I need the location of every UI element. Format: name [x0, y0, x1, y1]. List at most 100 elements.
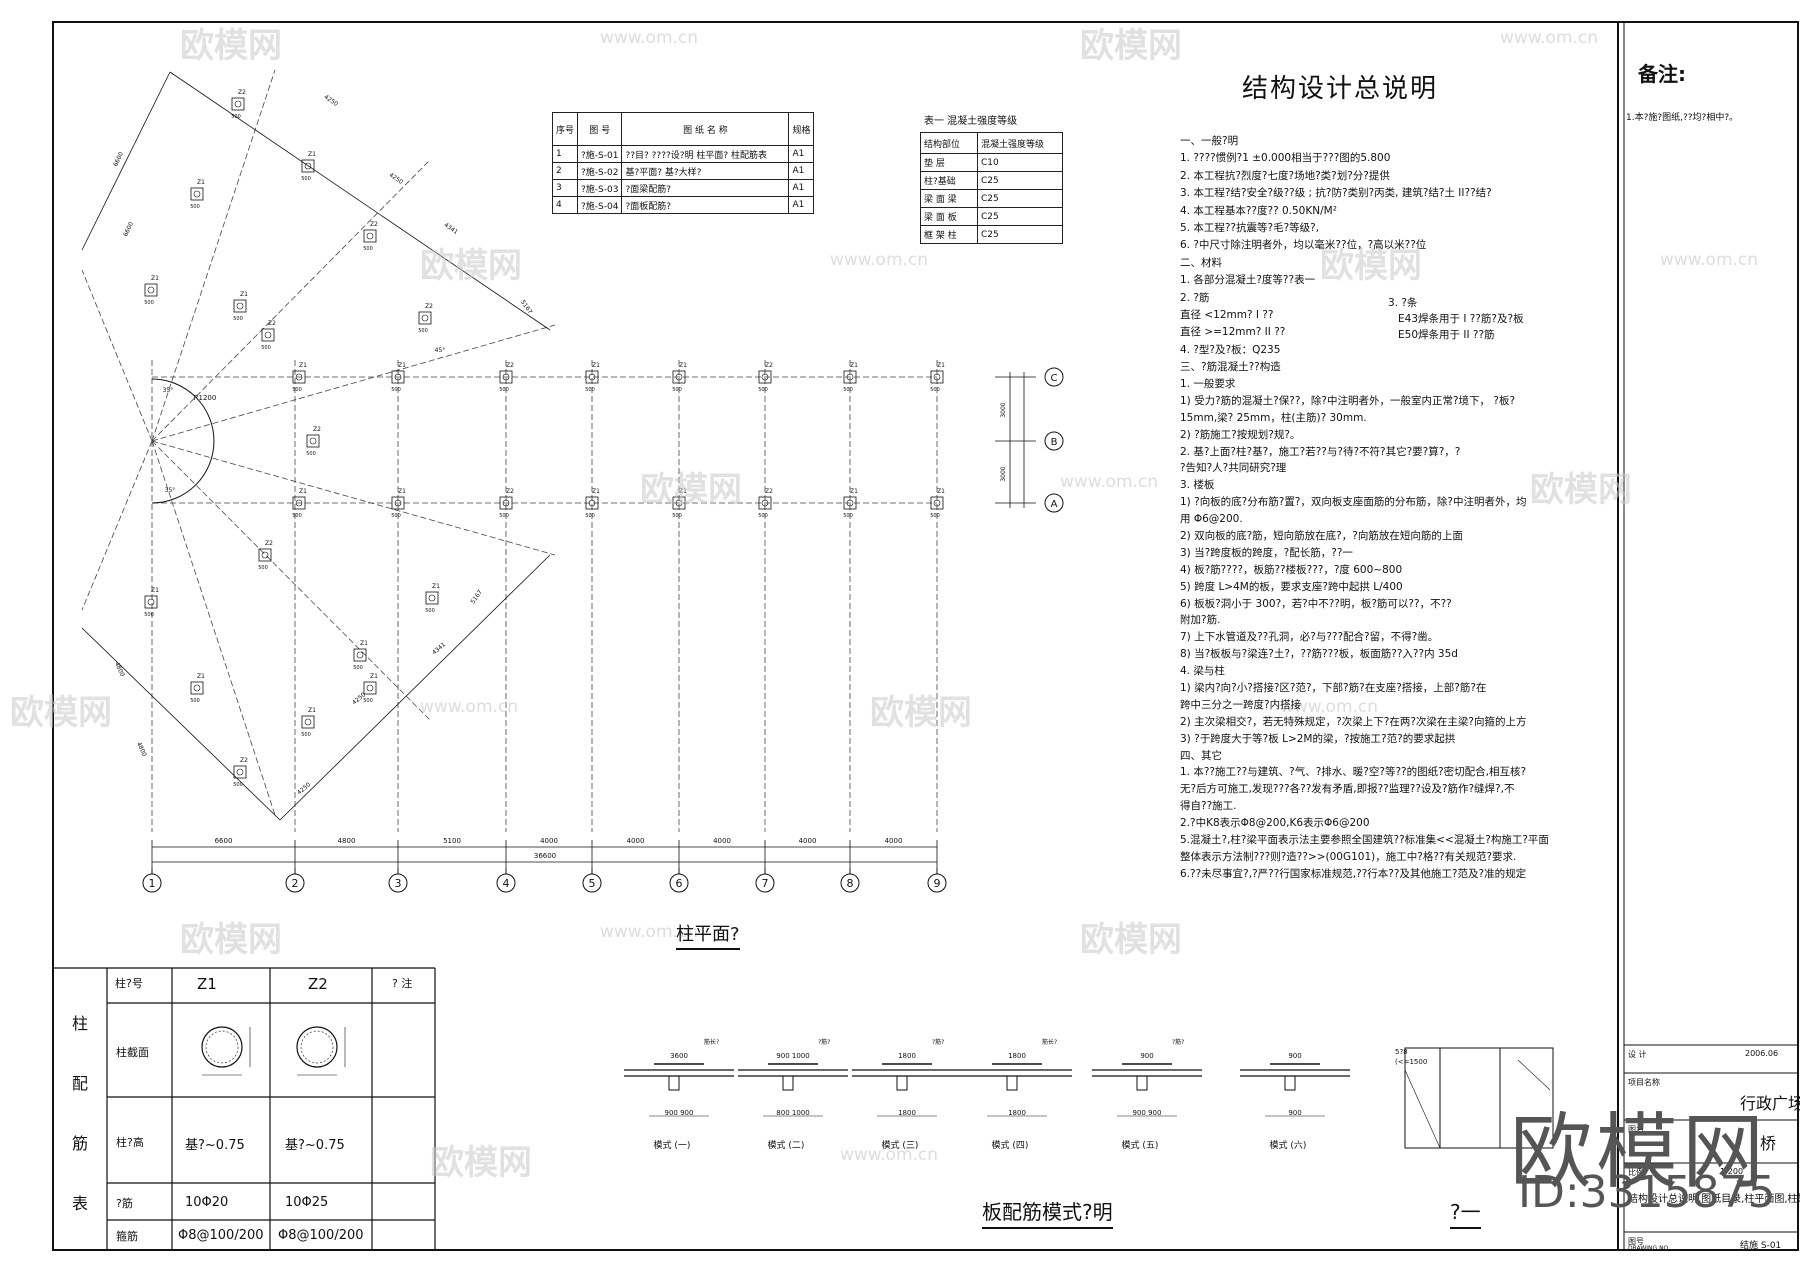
- column: [363, 681, 377, 695]
- column-label: Z2: [265, 540, 273, 547]
- column-label: Z2: [506, 362, 514, 369]
- watermark-id: ID:3315875: [1518, 1167, 1776, 1218]
- column: [391, 496, 405, 510]
- column: [301, 715, 315, 729]
- note-line: 5. 本工程??抗震等?毛?等级?,: [1180, 221, 1320, 234]
- column-size: 500: [233, 316, 243, 322]
- column: [391, 370, 405, 384]
- title-block-field: 结构设计总说明,图纸目录,柱平面图,柱配筋表: [1628, 1194, 1800, 1205]
- outer-dim: 4800: [113, 661, 126, 678]
- axis-bubble: [582, 873, 602, 893]
- column: [231, 97, 245, 111]
- dim-line: [169, 71, 551, 331]
- column-core: [304, 162, 312, 170]
- note-line: 直径 <12mm? I ??: [1180, 308, 1274, 321]
- column-table-cell: Φ8@100/200: [278, 1228, 364, 1243]
- watermark-brand: 欧模网: [10, 693, 112, 733]
- column-core: [261, 551, 269, 559]
- column-core: [264, 331, 272, 339]
- column: [363, 229, 377, 243]
- axis-label: 4: [503, 877, 510, 890]
- column: [425, 591, 439, 605]
- note-line: 2) ?筋施工?按规划?规?。: [1180, 428, 1301, 441]
- dim-label: 4000: [540, 837, 558, 845]
- column-core: [147, 286, 155, 294]
- column-size: 500: [231, 114, 241, 120]
- column-core: [295, 373, 303, 381]
- watermark-brand: 欧模网: [1530, 470, 1632, 510]
- title-block-field: 图名: [1628, 1125, 1644, 1134]
- concrete-cell: 框 架 柱: [920, 225, 978, 244]
- drawing-list-header: 图 纸 名 称: [621, 112, 790, 146]
- axis-bubble: [755, 873, 775, 893]
- radial-dim: 5167: [470, 589, 485, 606]
- watermark-url: www.om.cn: [600, 28, 699, 48]
- beam: [782, 1075, 794, 1091]
- note-line: 6.??未尽事宜?,?严??行国家标准规范,??行本??及其他施工?范及?准的规…: [1180, 867, 1527, 880]
- column-label: Z1: [432, 583, 440, 590]
- dim-label: 3000: [1000, 466, 1007, 481]
- note-line: 跨中三分之一跨度?内搭接: [1180, 698, 1302, 711]
- slab-dim: 1800: [1008, 1109, 1026, 1117]
- title-block-field: 比例: [1628, 1168, 1644, 1177]
- column-core: [304, 718, 312, 726]
- note-line: 6. ?中尺寸除注明者外，均以毫米??位，?高以米??位: [1180, 239, 1427, 252]
- column-size: 500: [233, 782, 243, 788]
- column-table-title-char: 配: [72, 1074, 89, 1093]
- axis-label: B: [1051, 437, 1058, 448]
- column-label: Z2: [370, 221, 378, 228]
- slab-label: 筋长?: [704, 1038, 719, 1046]
- concrete-header: 结构部位: [920, 132, 978, 154]
- drawing-list-cell: 3: [551, 179, 579, 197]
- column-core: [356, 651, 364, 659]
- watermark-brand: 欧模网: [430, 1143, 532, 1183]
- column-size: 500: [930, 387, 940, 393]
- radial-dim: 4341: [443, 222, 460, 237]
- axis-bubble: [142, 873, 162, 893]
- column-size: 500: [261, 345, 271, 351]
- column-size: 500: [425, 608, 435, 614]
- column-label: Z1: [398, 362, 406, 369]
- note-line: 2) 双向板的底?筋，短向筋放在底?，?向筋放在短向筋的上面: [1180, 529, 1463, 542]
- dim-label: 3000: [1000, 402, 1007, 417]
- angle-label: 35°: [163, 387, 174, 394]
- drawing-title: 结构设计总说明: [1242, 74, 1439, 104]
- title-block-field: 项目名称: [1628, 1078, 1660, 1087]
- column-label: Z1: [370, 673, 378, 680]
- watermark-url: www.om.cn: [830, 250, 929, 270]
- axis-label: 3: [395, 877, 402, 890]
- column-size: 500: [363, 698, 373, 704]
- column-core: [933, 499, 941, 507]
- drawing-list-cell: 2: [551, 162, 579, 180]
- detail-title: ?一: [1450, 1196, 1481, 1229]
- column: [190, 187, 204, 201]
- concrete-cell: 梁 面 梁: [920, 189, 978, 208]
- note-line: 2. 本工程抗?烈度?七度?场地?类?划?分?提供: [1180, 169, 1390, 182]
- column: [301, 159, 315, 173]
- note-line: 用 Φ6@200.: [1180, 513, 1243, 526]
- column-size: 500: [758, 387, 768, 393]
- column-core: [234, 100, 242, 108]
- arc: [151, 378, 215, 504]
- column-table-title-char: 表: [72, 1194, 89, 1213]
- column-section: [201, 1026, 243, 1068]
- concrete-table-caption: 表一 混凝土强度等级: [924, 116, 1018, 127]
- slab-dim: 900 900: [1133, 1109, 1162, 1117]
- slab-label: ?筋?: [1172, 1038, 1184, 1046]
- radial-dim: 4341: [431, 641, 447, 656]
- title-block-field: 设 计: [1628, 1050, 1647, 1059]
- column: [233, 765, 247, 779]
- column-table-title-char: 柱: [72, 1014, 89, 1033]
- note-line: 整体表示方法制???则?造??>>(00G101)，施工中?格??有关规范?要求…: [1180, 850, 1517, 863]
- note-line: 2) 主次梁相交?，若无特殊规定，?次梁上下?在两?次梁在主梁?向箍的上方: [1180, 715, 1527, 728]
- column-table-cell: 10Φ20: [185, 1195, 229, 1210]
- drawing-list-cell: A1: [788, 196, 815, 214]
- beam: [1006, 1075, 1018, 1091]
- note-line: 4. ?型?及?板：Q235: [1180, 343, 1281, 356]
- column-label: Z1: [850, 362, 858, 369]
- column: [758, 370, 772, 384]
